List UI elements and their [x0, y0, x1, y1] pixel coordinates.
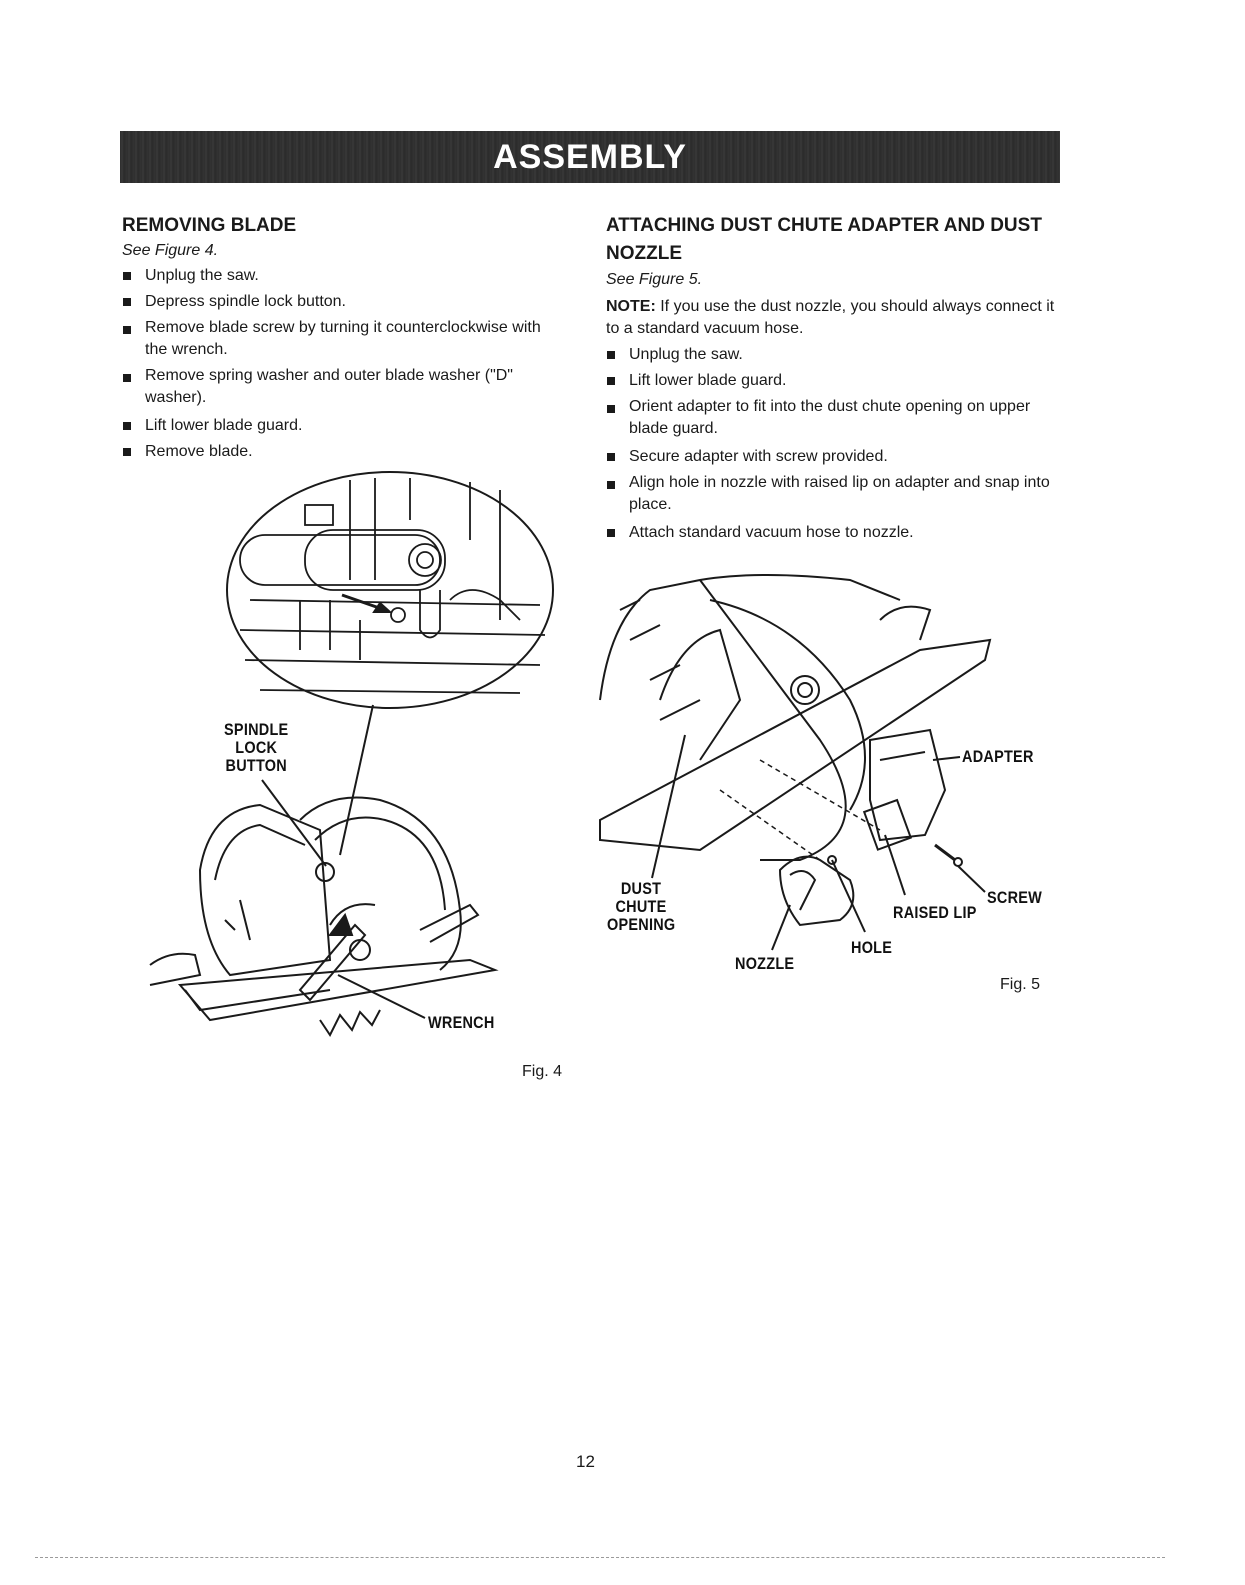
- list-item: Remove spring washer and outer blade was…: [122, 365, 562, 409]
- bullet-icon: [123, 374, 131, 382]
- nozzle-part: [778, 855, 855, 927]
- removing-blade-section: REMOVING BLADE See Figure 4. Unplug the …: [122, 212, 562, 465]
- attaching-heading: ATTACHING DUST CHUTE ADAPTER AND DUST NO…: [606, 215, 1042, 264]
- list-item: Orient adapter to fit into the dust chut…: [606, 396, 1061, 440]
- bullet-icon: [607, 481, 615, 489]
- nozzle-callout: NOZZLE: [735, 954, 795, 973]
- bullet-icon: [607, 453, 615, 461]
- attaching-steps: Unplug the saw. Lift lower blade guard. …: [606, 342, 1061, 546]
- section-banner: ASSEMBLY: [120, 131, 1060, 183]
- bullet-icon: [607, 529, 615, 537]
- see-figure-5: See Figure 5.: [606, 271, 703, 288]
- bullet-icon: [607, 405, 615, 413]
- magnified-view-circle: [226, 471, 554, 709]
- dust-chute-opening-callout: DUST CHUTE OPENING: [607, 879, 676, 934]
- wrench-callout: WRENCH: [428, 1013, 495, 1032]
- fig4-caption: Fig. 4: [522, 1063, 563, 1080]
- removing-blade-heading: REMOVING BLADE: [122, 215, 297, 236]
- list-item: Remove blade.: [122, 439, 562, 465]
- bullet-icon: [123, 298, 131, 306]
- hole-callout: HOLE: [851, 938, 893, 957]
- list-item: Lift lower blade guard.: [606, 368, 1061, 394]
- attaching-dust-section: ATTACHING DUST CHUTE ADAPTER AND DUST NO…: [606, 212, 1061, 546]
- spindle-lock-button-callout: SPINDLE LOCK BUTTON: [224, 720, 289, 775]
- list-item: Unplug the saw.: [122, 263, 562, 289]
- circular-saw-drawing: [149, 796, 499, 1037]
- note-paragraph: NOTE: If you use the dust nozzle, you sh…: [606, 296, 1061, 340]
- bullet-icon: [123, 326, 131, 334]
- bottom-rule: [35, 1557, 1165, 1558]
- list-item: Unplug the saw.: [606, 342, 1061, 368]
- raised-lip-callout: RAISED LIP: [893, 903, 977, 922]
- adapter-callout: ADAPTER: [962, 747, 1034, 766]
- bullet-icon: [123, 272, 131, 280]
- screw-callout: SCREW: [987, 888, 1043, 907]
- figure-5-illustration: [599, 574, 992, 951]
- bullet-icon: [123, 448, 131, 456]
- fig5-caption: Fig. 5: [1000, 976, 1041, 993]
- list-item: Lift lower blade guard.: [122, 413, 562, 439]
- list-item: Attach standard vacuum hose to nozzle.: [606, 520, 1061, 546]
- spindle-closeup: [239, 478, 546, 694]
- adapter-part: [869, 728, 947, 842]
- list-item: Remove blade screw by turning it counter…: [122, 317, 562, 361]
- note-label: NOTE:: [606, 298, 656, 315]
- removing-blade-steps: Unplug the saw. Depress spindle lock but…: [122, 263, 562, 465]
- bullet-icon: [607, 377, 615, 385]
- list-item: Secure adapter with screw provided.: [606, 444, 1061, 470]
- section-title: ASSEMBLY: [493, 137, 687, 176]
- page-number: 12: [576, 1452, 595, 1471]
- list-item: Depress spindle lock button.: [122, 289, 562, 315]
- see-figure-4: See Figure 4.: [122, 242, 219, 259]
- bullet-icon: [607, 351, 615, 359]
- note-text: If you use the dust nozzle, you should a…: [606, 298, 1055, 337]
- bullet-icon: [123, 422, 131, 430]
- list-item: Align hole in nozzle with raised lip on …: [606, 472, 1061, 516]
